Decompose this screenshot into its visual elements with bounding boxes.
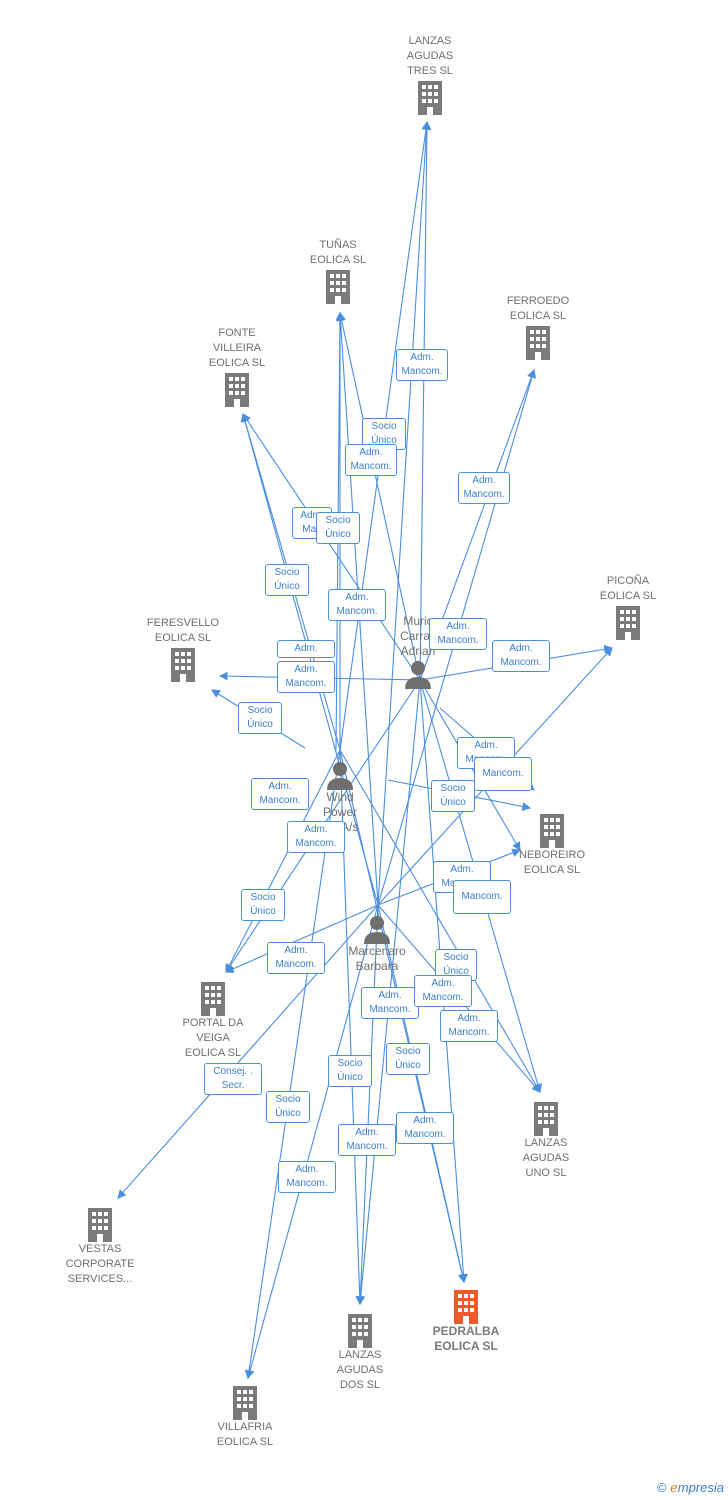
building-icon bbox=[454, 1290, 478, 1324]
building-icon bbox=[540, 814, 564, 848]
person-label: Muric Carras Adrian bbox=[399, 614, 436, 658]
relation-tag[interactable]: Adm. bbox=[277, 640, 335, 658]
company-label: LANZAS AGUDAS DOS SL bbox=[336, 1349, 384, 1391]
company-villafria-eolica[interactable]: VILLAFRIA EOLICA SL bbox=[185, 1384, 305, 1450]
relation-tag[interactable]: Mancom. bbox=[474, 757, 532, 791]
company-lanzas-agudas-tres[interactable]: LANZAS AGUDAS TRES SL bbox=[370, 34, 490, 115]
relation-tag[interactable]: Socio Único bbox=[328, 1055, 372, 1087]
relation-tag[interactable]: Adm. Mancom. bbox=[361, 987, 419, 1019]
company-neboreiro-eolica[interactable]: NEBOREIRO EOLICA SL bbox=[492, 812, 612, 878]
relation-tag[interactable]: Adm. Mancom. bbox=[414, 975, 472, 1007]
edge-line bbox=[224, 904, 379, 973]
company-label: FERROEDO EOLICA SL bbox=[506, 295, 570, 322]
company-label: PORTAL DA VEIGA EOLICA SL bbox=[182, 1017, 244, 1059]
relation-tag[interactable]: Socio Único bbox=[431, 780, 475, 812]
relation-tag[interactable]: Adm. Mancom. bbox=[267, 942, 325, 974]
company-label: PEDRALBA EOLICA SL bbox=[432, 1324, 500, 1353]
building-icon bbox=[233, 1386, 257, 1420]
relation-tag[interactable]: Adm. Mancom. bbox=[345, 444, 397, 476]
company-label: VESTAS CORPORATE SERVICES... bbox=[65, 1243, 135, 1285]
relation-tag[interactable]: Socio Único bbox=[238, 702, 282, 734]
edge-line bbox=[240, 412, 379, 906]
building-icon bbox=[348, 1314, 372, 1348]
company-label: NEBOREIRO EOLICA SL bbox=[518, 849, 585, 876]
company-feresvello-eolica[interactable]: FERESVELLO EOLICA SL bbox=[123, 616, 243, 682]
relation-tag[interactable]: Adm. Mancom. bbox=[440, 1010, 498, 1042]
building-icon bbox=[171, 648, 195, 682]
relation-tag[interactable]: Adm. Mancom. bbox=[429, 618, 487, 650]
building-icon bbox=[534, 1102, 558, 1136]
relation-tag[interactable]: Socio Único bbox=[386, 1043, 430, 1075]
relation-tag[interactable]: Adm. Mancom. bbox=[251, 778, 309, 810]
building-icon bbox=[616, 606, 640, 640]
edge-line bbox=[225, 749, 341, 973]
relation-tag[interactable]: Adm. Mancom. bbox=[492, 640, 550, 672]
edge-line bbox=[419, 120, 432, 681]
relation-tag[interactable]: Adm. Mancom. bbox=[396, 1112, 454, 1144]
relation-tag[interactable]: Adm. Mancom. bbox=[458, 472, 510, 504]
relation-tag[interactable]: Adm. Mancom. bbox=[287, 821, 345, 853]
relation-tag[interactable]: Socio Único bbox=[266, 1091, 310, 1123]
company-vestas-corporate-services[interactable]: VESTAS CORPORATE SERVICES... bbox=[40, 1206, 160, 1287]
person-icon bbox=[364, 916, 390, 944]
company-fonte-villeira-eolica[interactable]: FONTE VILLEIRA EOLICA SL bbox=[177, 326, 297, 407]
company-picona-eolica[interactable]: PICOÑA EOLICA SL bbox=[568, 574, 688, 640]
relation-tag[interactable]: Adm. Mancom. bbox=[338, 1124, 396, 1156]
edge-line bbox=[245, 904, 379, 1380]
relation-tag[interactable]: Socio Único bbox=[241, 889, 285, 921]
relation-tag[interactable]: Adm. Mancom. bbox=[277, 661, 335, 693]
person-icon bbox=[405, 661, 431, 689]
edge-line bbox=[355, 904, 379, 1306]
relation-tag[interactable]: Consej. . Secr. bbox=[204, 1063, 262, 1095]
company-lanzas-agudas-uno[interactable]: LANZAS AGUDAS UNO SL bbox=[486, 1100, 606, 1181]
person-marcenaro-barbara[interactable]: Marcenaro Barbara bbox=[317, 914, 437, 974]
relation-tag[interactable]: Adm. Mancom. bbox=[396, 349, 448, 381]
company-label: TUÑAS EOLICA SL bbox=[309, 239, 367, 266]
person-label: Marcenaro Barbara bbox=[348, 944, 406, 973]
company-label: FERESVELLO EOLICA SL bbox=[146, 617, 220, 644]
building-icon bbox=[326, 270, 350, 304]
company-portal-da-veiga-eolica[interactable]: PORTAL DA VEIGA EOLICA SL bbox=[153, 980, 273, 1061]
company-label: FONTE VILLEIRA EOLICA SL bbox=[208, 327, 266, 369]
building-icon bbox=[201, 982, 225, 1016]
person-icon bbox=[327, 762, 353, 790]
edge-line bbox=[117, 904, 379, 1199]
company-label: LANZAS AGUDAS UNO SL bbox=[522, 1137, 570, 1179]
company-label: PICOÑA EOLICA SL bbox=[599, 575, 657, 602]
edge-line bbox=[244, 749, 341, 1380]
relation-tag[interactable]: Socio Único bbox=[265, 564, 309, 596]
brand-logo-initial: e bbox=[670, 1481, 678, 1496]
company-label: LANZAS AGUDAS TRES SL bbox=[406, 35, 454, 77]
building-icon bbox=[88, 1208, 112, 1242]
relation-tag[interactable]: Mancom. bbox=[453, 880, 511, 914]
relation-tag[interactable]: Adm. Mancom. bbox=[278, 1161, 336, 1193]
edge-line bbox=[337, 311, 421, 681]
building-icon bbox=[418, 81, 442, 115]
person-muric-carras-adrian[interactable]: Muric Carras Adrian bbox=[358, 614, 478, 689]
brand-logo-rest: mpresia bbox=[677, 1480, 724, 1495]
relation-tag[interactable]: Socio Único bbox=[316, 512, 360, 544]
edge-line bbox=[242, 413, 421, 681]
company-tunas-eolica[interactable]: TUÑAS EOLICA SL bbox=[278, 238, 398, 304]
edge-line bbox=[339, 749, 541, 1093]
company-label: VILLAFRIA EOLICA SL bbox=[216, 1421, 274, 1448]
relation-tag[interactable]: Adm. Mancom. bbox=[328, 589, 386, 621]
building-icon bbox=[526, 326, 550, 360]
copyright-symbol: © bbox=[656, 1480, 667, 1495]
edge-line bbox=[377, 120, 431, 906]
company-pedralba-eolica[interactable]: PEDRALBA EOLICA SL bbox=[406, 1288, 526, 1354]
footer-brand[interactable]: © empresia bbox=[657, 1480, 724, 1496]
building-icon bbox=[225, 373, 249, 407]
company-lanzas-agudas-dos[interactable]: LANZAS AGUDAS DOS SL bbox=[300, 1312, 420, 1393]
company-ferroedo-eolica[interactable]: FERROEDO EOLICA SL bbox=[478, 294, 598, 360]
